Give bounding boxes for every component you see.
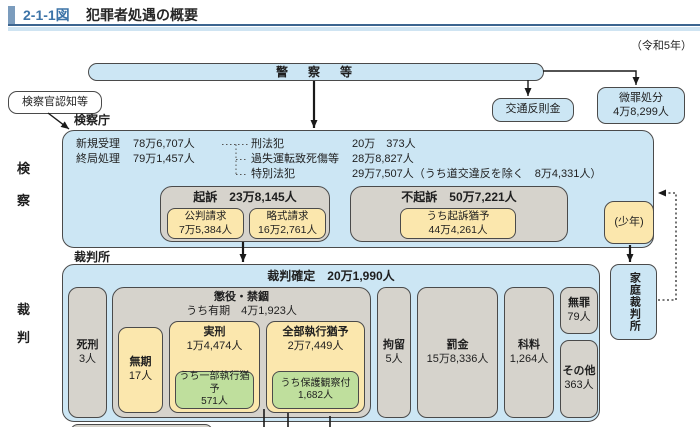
acquittal-box: 無罪 79人 bbox=[560, 287, 598, 334]
minor-offense-label: 微罪処分 bbox=[619, 91, 663, 104]
prosecution-agency-label: 検察庁 bbox=[74, 113, 111, 127]
full-suspension-label: 全部執行猶予 bbox=[282, 326, 349, 338]
imprisonment-subtitle: うち有期 4万1,923人 bbox=[186, 304, 297, 317]
acquittal-label: 無罪 bbox=[568, 296, 590, 309]
minor-offense-box: 微罪処分 4万8,299人 bbox=[597, 87, 685, 124]
court-confirmed-title: 裁判確定 20万1,990人 bbox=[267, 269, 395, 283]
detention-box: 拘留 5人 bbox=[377, 287, 411, 418]
category-label-0: 刑法犯 bbox=[251, 138, 284, 150]
petty-fine-label: 科料 bbox=[518, 338, 540, 351]
prosecution-stat-value-1: 79万1,457人 bbox=[133, 153, 195, 165]
summary-order-value: 16万2,761人 bbox=[258, 223, 317, 236]
year-note: （令和5年） bbox=[630, 40, 692, 52]
petty-fine-value: 1,264人 bbox=[509, 352, 549, 365]
partial-suspension-value: 571人 bbox=[201, 396, 228, 408]
figure-title: 犯罪者処遇の概要 bbox=[86, 7, 198, 23]
other-label: その他 bbox=[562, 365, 596, 378]
full-suspension-value: 2万7,449人 bbox=[287, 339, 344, 352]
summary-order-box: 略式請求 16万2,761人 bbox=[249, 208, 326, 239]
acquittal-value: 79人 bbox=[567, 310, 591, 323]
detention-label: 拘留 bbox=[383, 338, 405, 351]
traffic-fine-box: 交通反則金 bbox=[492, 98, 574, 122]
partial-suspension-label: うち一部執行猶予 bbox=[179, 371, 250, 395]
juvenile-label: (少年) bbox=[614, 215, 644, 228]
minor-offense-value: 4万8,299人 bbox=[613, 105, 669, 118]
court-side-label-2: 判 bbox=[17, 330, 31, 345]
arrow-referral-to-prosecution bbox=[47, 112, 70, 130]
arrow-family-court-return bbox=[658, 189, 677, 301]
prosecution-side-label-1: 検 bbox=[17, 161, 31, 176]
actual-imprisonment-value: 1万4,474人 bbox=[186, 339, 243, 352]
category-label-2: 特別法犯 bbox=[251, 168, 295, 180]
police-bar: 警 察 等 bbox=[88, 63, 544, 81]
prosecutor-referral-box: 検察官認知等 bbox=[8, 91, 102, 114]
family-court-label: 家庭裁判所 bbox=[628, 272, 641, 332]
court-label: 裁判所 bbox=[74, 250, 111, 264]
traffic-fine-label: 交通反則金 bbox=[505, 103, 561, 116]
prosecution-stat-label-0: 新規受理 bbox=[76, 138, 120, 150]
life-imprisonment-label: 無期 bbox=[129, 356, 152, 369]
indictment-trial-box: 公判請求 7万5,384人 bbox=[167, 208, 244, 239]
arrow-police-to-minor-offense bbox=[543, 70, 640, 85]
court-side-label-1: 裁 bbox=[17, 302, 31, 317]
actual-imprisonment-label: 実刑 bbox=[203, 326, 226, 338]
police-bar-label: 警 察 等 bbox=[275, 64, 356, 79]
death-penalty-value: 3人 bbox=[78, 352, 97, 365]
death-penalty-label: 死刑 bbox=[76, 338, 99, 351]
juvenile-box: (少年) bbox=[604, 201, 654, 244]
probation-label: うち保護観察付 bbox=[280, 377, 351, 389]
fine-value: 15万8,336人 bbox=[426, 352, 489, 365]
partial-suspension-box: うち一部執行猶予 571人 bbox=[175, 371, 254, 409]
figure-number: 2-1-1図 bbox=[23, 7, 70, 23]
indictment-trial-value: 7万5,384人 bbox=[178, 223, 233, 236]
suspended-prosecution-value: 44万4,261人 bbox=[428, 223, 488, 236]
detention-value: 5人 bbox=[385, 352, 403, 365]
prosecuted-title: 起訴 23万8,145人 bbox=[193, 190, 297, 204]
title-rule-dark bbox=[8, 24, 700, 26]
suspended-prosecution-label: うち起訴猶予 bbox=[426, 210, 490, 223]
category-value-1: 28万8,827人 bbox=[352, 153, 414, 165]
indictment-trial-label: 公判請求 bbox=[184, 210, 227, 223]
prosecutor-referral-label: 検察官認知等 bbox=[22, 95, 88, 108]
fine-box: 罰金 15万8,336人 bbox=[417, 287, 498, 418]
family-court-box: 家庭裁判所 bbox=[610, 264, 657, 340]
category-label-1: 過失運転致死傷等 bbox=[251, 153, 339, 165]
summary-order-label: 略式請求 bbox=[266, 210, 309, 223]
prosecution-stat-label-1: 終局処理 bbox=[76, 153, 120, 165]
life-imprisonment-value: 17人 bbox=[128, 370, 153, 382]
category-value-0: 20万 373人 bbox=[352, 138, 416, 150]
prosecution-stat-value-0: 78万6,707人 bbox=[133, 138, 195, 150]
suspended-prosecution-box: うち起訴猶予 44万4,261人 bbox=[400, 208, 516, 239]
not-prosecuted-title: 不起訴 50万7,221人 bbox=[401, 190, 517, 204]
fine-label: 罰金 bbox=[446, 338, 469, 351]
category-value-2: 29万7,507人（うち道交違反を除く 8万4,331人） bbox=[352, 168, 602, 180]
petty-fine-box: 科料 1,264人 bbox=[504, 287, 554, 418]
other-box: その他 363人 bbox=[560, 340, 598, 418]
life-imprisonment-box: 無期 17人 bbox=[118, 327, 163, 413]
prosecution-side-label-2: 察 bbox=[17, 193, 31, 208]
title-accent-bar bbox=[8, 6, 15, 25]
title-rule-light bbox=[8, 27, 700, 31]
probation-box: うち保護観察付 1,682人 bbox=[272, 371, 359, 409]
other-value: 363人 bbox=[564, 379, 594, 391]
death-penalty-box: 死刑 3人 bbox=[68, 287, 107, 418]
imprisonment-title: 懲役・禁錮 bbox=[214, 291, 269, 303]
probation-value: 1,682人 bbox=[297, 390, 334, 401]
